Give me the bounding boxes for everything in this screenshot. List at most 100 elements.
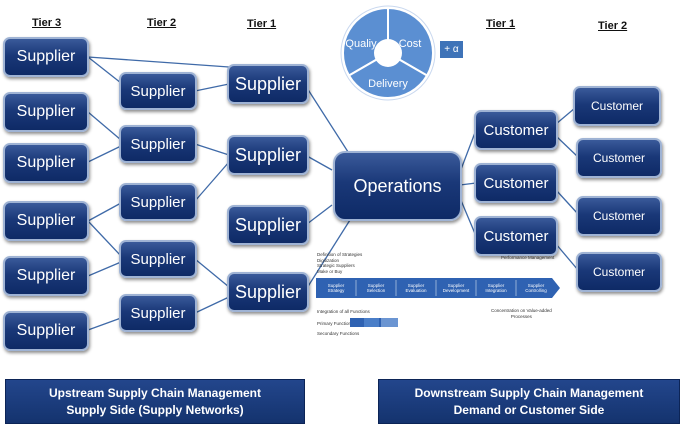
primary-functions-label: Primary Functions — [317, 321, 354, 326]
connector — [194, 161, 230, 202]
tier2-supplier-5: Supplier — [119, 294, 197, 332]
tier3-supplier-4: Supplier — [3, 201, 89, 241]
step-line: Supplier — [527, 282, 545, 288]
tier1-supplier-4: Supplier — [227, 272, 309, 312]
step-line: Supplier — [367, 282, 385, 288]
node-label: Supplier — [16, 48, 76, 65]
step-line: Strategy — [327, 288, 345, 293]
tier2-customer-3: Customer — [576, 196, 662, 236]
node-label: Supplier — [130, 304, 186, 322]
step-line: Supplier — [487, 282, 505, 288]
connector — [555, 189, 579, 215]
step-line: Supplier — [447, 282, 465, 288]
step-line: Controlling — [525, 288, 547, 293]
node-label: Supplier — [234, 144, 302, 165]
connector — [87, 261, 122, 277]
primary-function-box — [381, 318, 398, 327]
connector — [194, 143, 230, 156]
node-label: Supplier — [234, 281, 302, 302]
strategy-note: Strategic Suppliers — [317, 263, 355, 268]
step-line: Supplier — [407, 282, 425, 288]
node-label: Customer — [483, 227, 549, 245]
downstream-subtitle: Demand or Customer Side — [453, 402, 605, 417]
tier2-customer-4: Customer — [576, 252, 662, 292]
tier3-supplier-6: Supplier — [3, 311, 89, 351]
connector — [459, 197, 477, 237]
quality-label: Qualiy — [345, 38, 377, 50]
tier1-customer-2: Customer — [474, 163, 558, 203]
tier3-supplier-5: Supplier — [3, 256, 89, 296]
connector — [87, 145, 122, 163]
node-label: Supplier — [16, 154, 76, 171]
tier2-supplier-2: Supplier — [119, 125, 197, 163]
node-label: Customer — [483, 121, 549, 139]
tier1-supplier-1: Supplier — [227, 64, 309, 104]
connector — [87, 56, 122, 84]
process-arrow-shape — [316, 278, 560, 298]
node-label: Customer — [592, 151, 645, 165]
operations-label: Operations — [353, 175, 442, 196]
connector — [459, 182, 477, 186]
connector — [306, 204, 333, 225]
tier-2-downstream-label: Tier 2 — [598, 20, 628, 32]
connector — [555, 107, 576, 125]
tier3-supplier-3: Supplier — [3, 143, 89, 183]
node-label: Supplier — [234, 73, 302, 94]
connector — [87, 202, 122, 222]
node-label: Supplier — [16, 103, 76, 120]
integration-label: Integration of all Functions — [317, 309, 370, 314]
node-label: Supplier — [130, 135, 186, 153]
connector — [194, 258, 230, 288]
connector — [87, 317, 122, 331]
tier1-supplier-3: Supplier — [227, 205, 309, 245]
plus-alpha-badge: + α — [440, 41, 463, 58]
tier-3-label: Tier 3 — [32, 17, 62, 29]
qcd-triangle: Qualiy Cost Delivery — [340, 5, 436, 101]
connector — [555, 243, 579, 271]
node-label: Supplier — [130, 193, 186, 211]
connector — [306, 219, 351, 289]
tier-1-label: Tier 1 — [247, 18, 277, 30]
secondary-functions-label: Secondary Functions — [317, 331, 360, 336]
tier2-supplier-3: Supplier — [119, 183, 197, 221]
step-line: Development — [442, 288, 470, 293]
primary-function-box — [364, 318, 379, 327]
tier2-customer-2: Customer — [576, 138, 662, 178]
delivery-label: Delivery — [368, 78, 408, 90]
downstream-band: Downstream Supply Chain Management Deman… — [378, 379, 680, 424]
connector — [306, 87, 351, 156]
step-line: Supplier — [327, 282, 345, 288]
node-label: Customer — [483, 174, 549, 192]
node-label: Supplier — [16, 322, 76, 339]
node-label: Customer — [590, 99, 643, 113]
tier3-supplier-2: Supplier — [3, 92, 89, 132]
concentration-label: Concentration on Value-added Processes — [491, 308, 552, 319]
tier-1-downstream-label: Tier 1 — [486, 18, 516, 30]
step-line: Selection — [366, 288, 386, 293]
connector — [459, 129, 477, 173]
strategy-note: Digitization — [317, 257, 340, 263]
tier1-customer-1: Customer — [474, 110, 558, 150]
step-line: Integration — [485, 288, 507, 293]
operations-node: Operations — [333, 151, 462, 221]
tier3-supplier-1: Supplier — [3, 37, 89, 77]
tier-2-label: Tier 2 — [147, 17, 177, 29]
node-label: Supplier — [16, 267, 76, 284]
node-label: Customer — [592, 265, 645, 279]
upstream-title: Upstream Supply Chain Management — [48, 385, 262, 400]
upstream-subtitle: Supply Side (Supply Networks) — [66, 402, 244, 417]
connector — [306, 155, 333, 171]
downstream-title: Downstream Supply Chain Management — [414, 385, 644, 400]
concentration-line: Processes — [510, 313, 532, 319]
connector — [194, 296, 230, 314]
node-label: Supplier — [130, 250, 186, 268]
plus-alpha-label: + α — [444, 44, 459, 55]
node-label: Supplier — [130, 82, 186, 100]
